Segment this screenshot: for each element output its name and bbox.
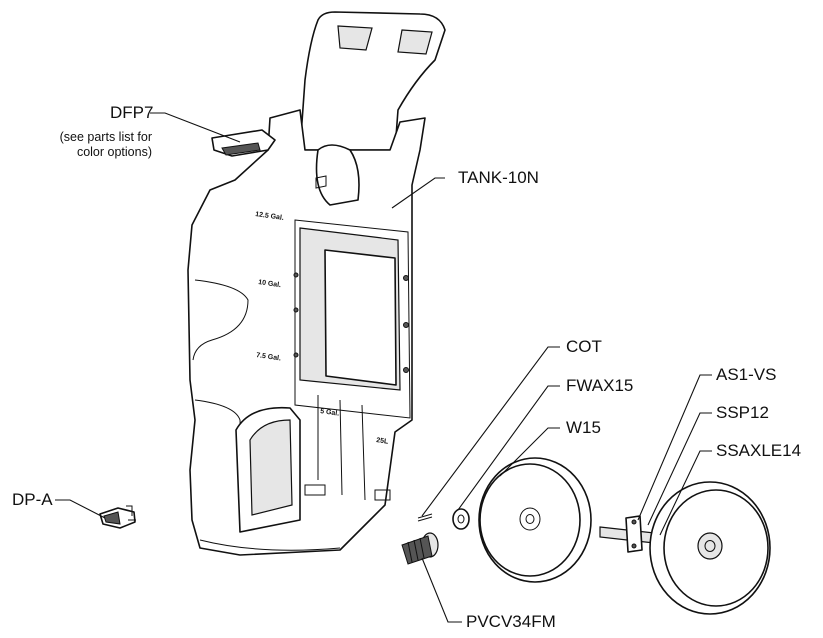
marking-10-gal: 10 Gal.	[258, 279, 282, 289]
dp-a-part	[99, 505, 136, 529]
marking-7-5-gal: 7.5 Gal.	[256, 352, 282, 362]
w15-wheel	[478, 457, 592, 583]
callout-ssaxle14: SSAXLE14	[716, 441, 802, 460]
callout-w15: W15	[566, 418, 601, 437]
callout-dp-a: DP-A	[12, 490, 53, 509]
leader-lines	[55, 112, 712, 623]
callout-pvcv34fm: PVCV34FM	[466, 612, 556, 631]
pvcv34fm-valve	[401, 532, 439, 565]
marking-5-gal: 5 Gal.	[320, 408, 340, 418]
dfp7-note-line-2: color options)	[76, 145, 152, 159]
callout-cot: COT	[566, 337, 602, 356]
callout-ssp12: SSP12	[716, 403, 769, 422]
right-wheel	[649, 481, 771, 615]
callout-fwax15: FWAX15	[566, 376, 634, 395]
callout-dfp7: DFP7	[110, 103, 154, 122]
tank-body: 12.5 Gal. 10 Gal. 7.5 Gal. 5 Gal. 25L	[187, 11, 446, 556]
marking-25l: 25L	[376, 437, 390, 446]
dfp7-lid	[211, 129, 276, 157]
dfp7-note-line-1: (see parts list for	[59, 130, 152, 144]
marking-12-5-gal: 12.5 Gal.	[255, 211, 285, 222]
fwax15-washer	[452, 508, 470, 530]
callout-as1-vs: AS1-VS	[716, 365, 777, 384]
callout-tank-10n: TANK-10N	[458, 168, 539, 187]
cot-pin	[417, 513, 433, 522]
callout-dfp7-note: (see parts list for color options)	[60, 130, 152, 160]
